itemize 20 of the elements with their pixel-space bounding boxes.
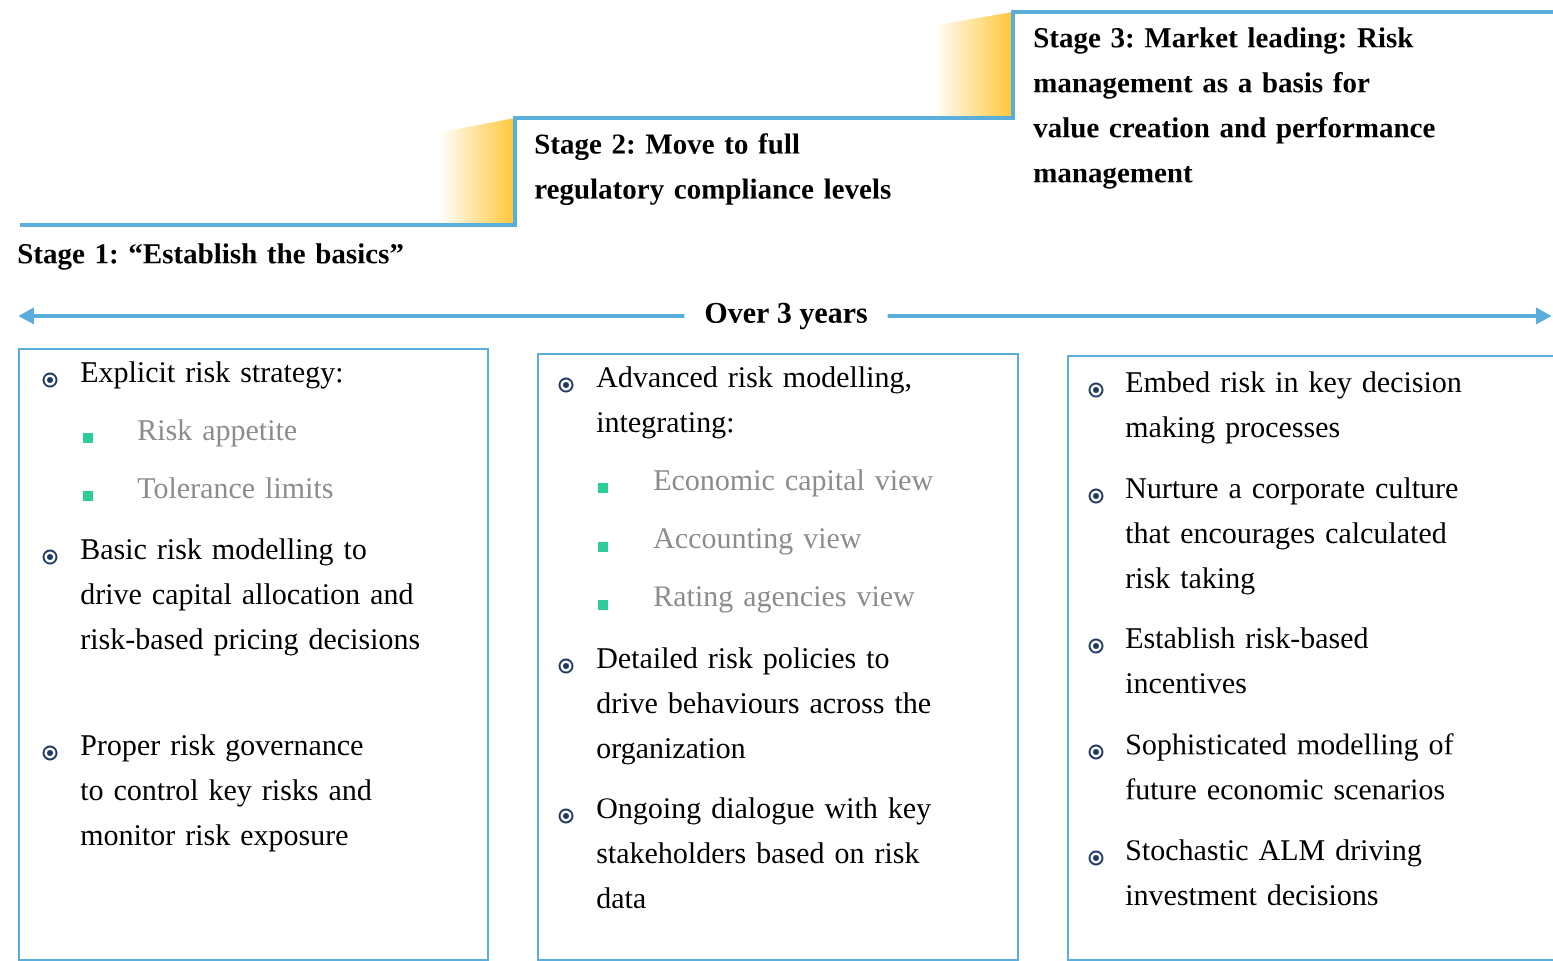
stage-heading: Stage 1: “Establish the basics”	[18, 243, 403, 270]
sub-bullet-text: Rating agencies view	[654, 586, 915, 613]
stage-heading: Stage 3: Market leading: Risk management as a basis for value creation and performance management	[1033, 27, 1435, 189]
sub-bullet-text: Accounting view	[653, 528, 862, 555]
bullet-text: Advanced risk modelling, integrating:	[596, 366, 911, 439]
bullet-text: Nurture a corporate culture that encourages calculated risk taking	[1125, 477, 1458, 595]
bullet-text: Detailed risk policies to drive behaviours across the organization	[597, 647, 931, 765]
sub-bullet-text: Economic capital view	[654, 469, 933, 497]
bullet-text: Ongoing dialogue with key stakeholders based on risk data	[597, 797, 932, 909]
timeline-label: Over 3 years	[684, 300, 888, 332]
bullet-text: Establish risk-based incentives	[1125, 627, 1369, 694]
bullet-text: Explicit risk strategy:	[81, 361, 342, 389]
sub-bullet-text: Tolerance limits	[137, 477, 333, 499]
bullet-text: Sophisticated modelling of future economic scenarios	[1126, 733, 1454, 800]
sub-bullet-text: Risk appetite	[138, 419, 297, 447]
bullet-text: Stochastic ALM driving investment decisions	[1125, 839, 1422, 906]
stage-heading: Stage 2: Move to full regulatory compliance levels	[535, 133, 891, 205]
bullet-text: Basic risk modelling to drive capital allocation and risk-based pricing decisions	[80, 538, 420, 656]
bullet-text: Embed risk in key decision making processes	[1125, 371, 1462, 444]
bullet-text: Proper risk governance to control key risks and monitor risk exposure	[80, 734, 372, 852]
